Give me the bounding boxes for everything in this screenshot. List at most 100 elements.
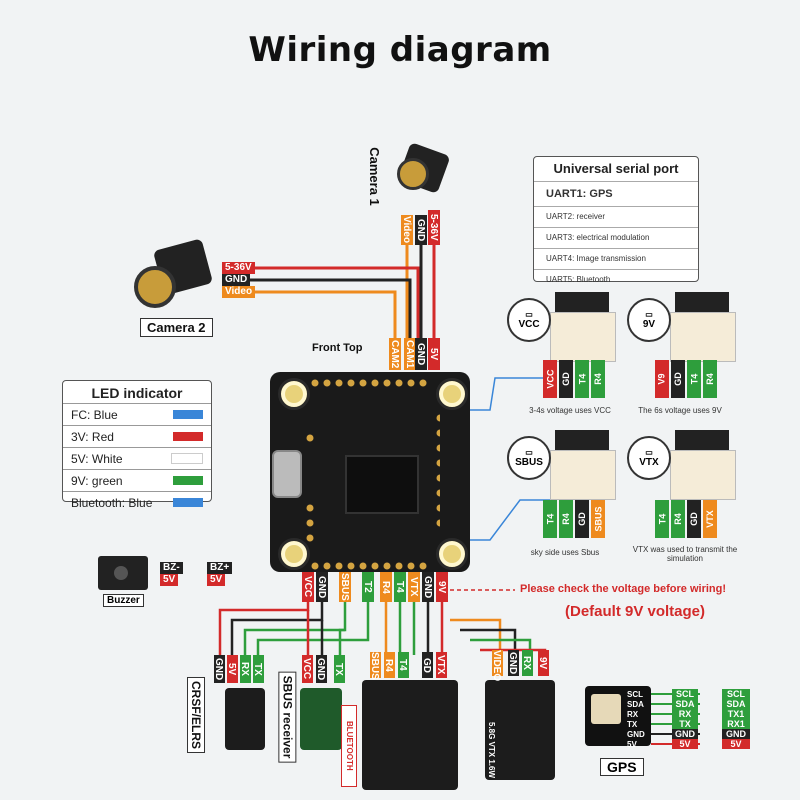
- mount-hole: [278, 378, 310, 410]
- uart-row: UART5: Bluetooth: [534, 269, 698, 290]
- gps-right-tag: GND: [722, 729, 750, 739]
- pin-gd: GD: [559, 360, 573, 398]
- sbus-pin: GND: [315, 655, 327, 683]
- uart-panel: Universal serial port UART1: GPS UART2: …: [533, 156, 699, 284]
- pin-t4: T4: [543, 500, 557, 538]
- camera1-wire-5-36v: 5-36V: [428, 210, 440, 245]
- crsf-elrs-module: [225, 688, 265, 750]
- sbus-badge-icon: ▭SBUS: [507, 436, 551, 480]
- led-row: 3V: Red: [63, 425, 211, 447]
- mode-caption: 3-4s voltage uses VCC: [529, 406, 611, 415]
- gps-left-tag: RX: [672, 709, 698, 719]
- led-label: Bluetooth: Blue: [71, 495, 153, 510]
- mode-caption: sky side uses Sbus: [530, 548, 600, 557]
- bottom-pad: GND: [422, 572, 434, 602]
- gps-right-tag: RX1: [722, 719, 750, 729]
- camera1-wire-gnd: GND: [415, 215, 427, 245]
- led-swatch-blue: [173, 498, 203, 507]
- gps-right-tag: SCL: [722, 689, 750, 699]
- gps-module: SCL SDA RX TX GND 5V: [585, 686, 651, 749]
- pad-5v: 5V: [428, 338, 440, 370]
- connector-top: [675, 292, 729, 314]
- vtx-pin: 9V: [537, 650, 549, 676]
- connector-body: [670, 312, 736, 362]
- connector-body: [670, 450, 736, 500]
- pin-t4: T4: [687, 360, 701, 398]
- vcc-badge-icon: ▭VCC: [507, 298, 551, 342]
- pin-vcc: VCC: [543, 360, 557, 398]
- uart-row: UART1: GPS: [534, 181, 698, 206]
- pin-r4: R4: [671, 500, 685, 538]
- mode-caption: VTX was used to transmit the simulation: [632, 545, 738, 563]
- gps-left-tag: 5V: [672, 739, 698, 749]
- camera2-wire-video: Video: [222, 286, 256, 298]
- bottom-pad: GND: [316, 572, 328, 602]
- sbus-pin: VCC: [301, 655, 313, 683]
- mode-sbus: ▭SBUS T4 R4 GD SBUS sky side uses Sbus: [505, 428, 625, 563]
- board-pads: [306, 379, 440, 570]
- mode-caption: The 6s voltage uses 9V: [638, 406, 722, 415]
- crsf-title: CRSF/ELRS: [187, 676, 206, 754]
- led-row: 9V: green: [63, 469, 211, 491]
- page-title: Wiring diagram: [248, 30, 552, 70]
- vtx-pin: GND: [507, 650, 519, 676]
- bottom-pad: 9V: [436, 572, 448, 602]
- led-swatch-blue: [173, 410, 203, 419]
- camera-2-label: Camera 2: [140, 318, 213, 337]
- vtx-title: 5.8G VTX 1.6W: [487, 721, 496, 779]
- led-row: FC: Blue: [63, 403, 211, 425]
- mode-vcc: ▭VCC VCC GD T4 R4 3-4s voltage uses VCC: [505, 290, 616, 420]
- camera1-wire-video: Video: [401, 215, 413, 245]
- bottom-pad: R4: [380, 572, 392, 602]
- uart-row: UART3: electrical modulation: [534, 227, 698, 248]
- bt-pin: T4: [397, 652, 409, 678]
- led-panel-header: LED indicator: [91, 385, 183, 401]
- pin-gd: GD: [575, 500, 589, 538]
- mode-9v: ▭9V V9 GD T4 R4 The 6s voltage uses 9V: [625, 290, 736, 420]
- pin-vtx: VTX: [703, 500, 717, 538]
- uart-row: UART2: receiver: [534, 206, 698, 227]
- vtx-badge-icon: ▭VTX: [627, 436, 671, 480]
- buzzer-module: [98, 556, 148, 590]
- bluetooth-title: BLUETOOTH: [341, 705, 357, 787]
- mount-hole: [436, 378, 468, 410]
- voltage-warning: Please check the voltage before wiring!: [520, 583, 727, 595]
- bt-pin: R4: [383, 652, 395, 678]
- gps-label: GPS: [600, 758, 644, 776]
- camera-2: [132, 238, 217, 310]
- sbus-receiver-module: [300, 688, 342, 750]
- gps-left-tag: GND: [672, 729, 698, 739]
- pin-r4: R4: [703, 360, 717, 398]
- buzzer-wire: BZ+: [207, 562, 233, 574]
- led-swatch-red: [173, 432, 203, 441]
- connector-body: [550, 450, 616, 500]
- bottom-pad: SBUS: [339, 572, 351, 602]
- led-label: 3V: Red: [71, 429, 114, 444]
- 9v-badge-icon: ▭9V: [627, 298, 671, 342]
- buzzer-wire: 5V: [160, 574, 179, 586]
- bluetooth-module: [362, 680, 458, 790]
- led-label: 5V: White: [71, 451, 123, 466]
- pad-cam2: CAM2: [389, 338, 401, 370]
- mount-hole: [278, 538, 310, 570]
- pin-t4: T4: [575, 360, 589, 398]
- vtx-pin: VIDEO: [491, 650, 503, 682]
- pin-gd: GD: [671, 360, 685, 398]
- default-voltage-note: (Default 9V voltage): [565, 603, 706, 620]
- pin-gd: GD: [687, 500, 701, 538]
- pad-cam1: CAM1: [404, 338, 416, 370]
- gps-left-tag: SDA: [672, 699, 698, 709]
- buzzer-label: Buzzer: [103, 594, 144, 607]
- crsf-pin: TX: [252, 655, 264, 683]
- pin-v9: V9: [655, 360, 669, 398]
- led-label: FC: Blue: [71, 407, 118, 422]
- uart-row: UART4: Image transmission: [534, 248, 698, 269]
- mode-vtx: ▭VTX T4 R4 GD VTX VTX was used to transm…: [625, 428, 745, 563]
- bt-pin: GD: [421, 652, 433, 678]
- led-swatch-green: [173, 476, 203, 485]
- usb-c-port: [272, 450, 302, 498]
- gps-right-tag: 5V: [722, 739, 750, 749]
- pin-r4: R4: [591, 360, 605, 398]
- led-label: 9V: green: [71, 473, 123, 488]
- led-row: 5V: White: [63, 447, 211, 469]
